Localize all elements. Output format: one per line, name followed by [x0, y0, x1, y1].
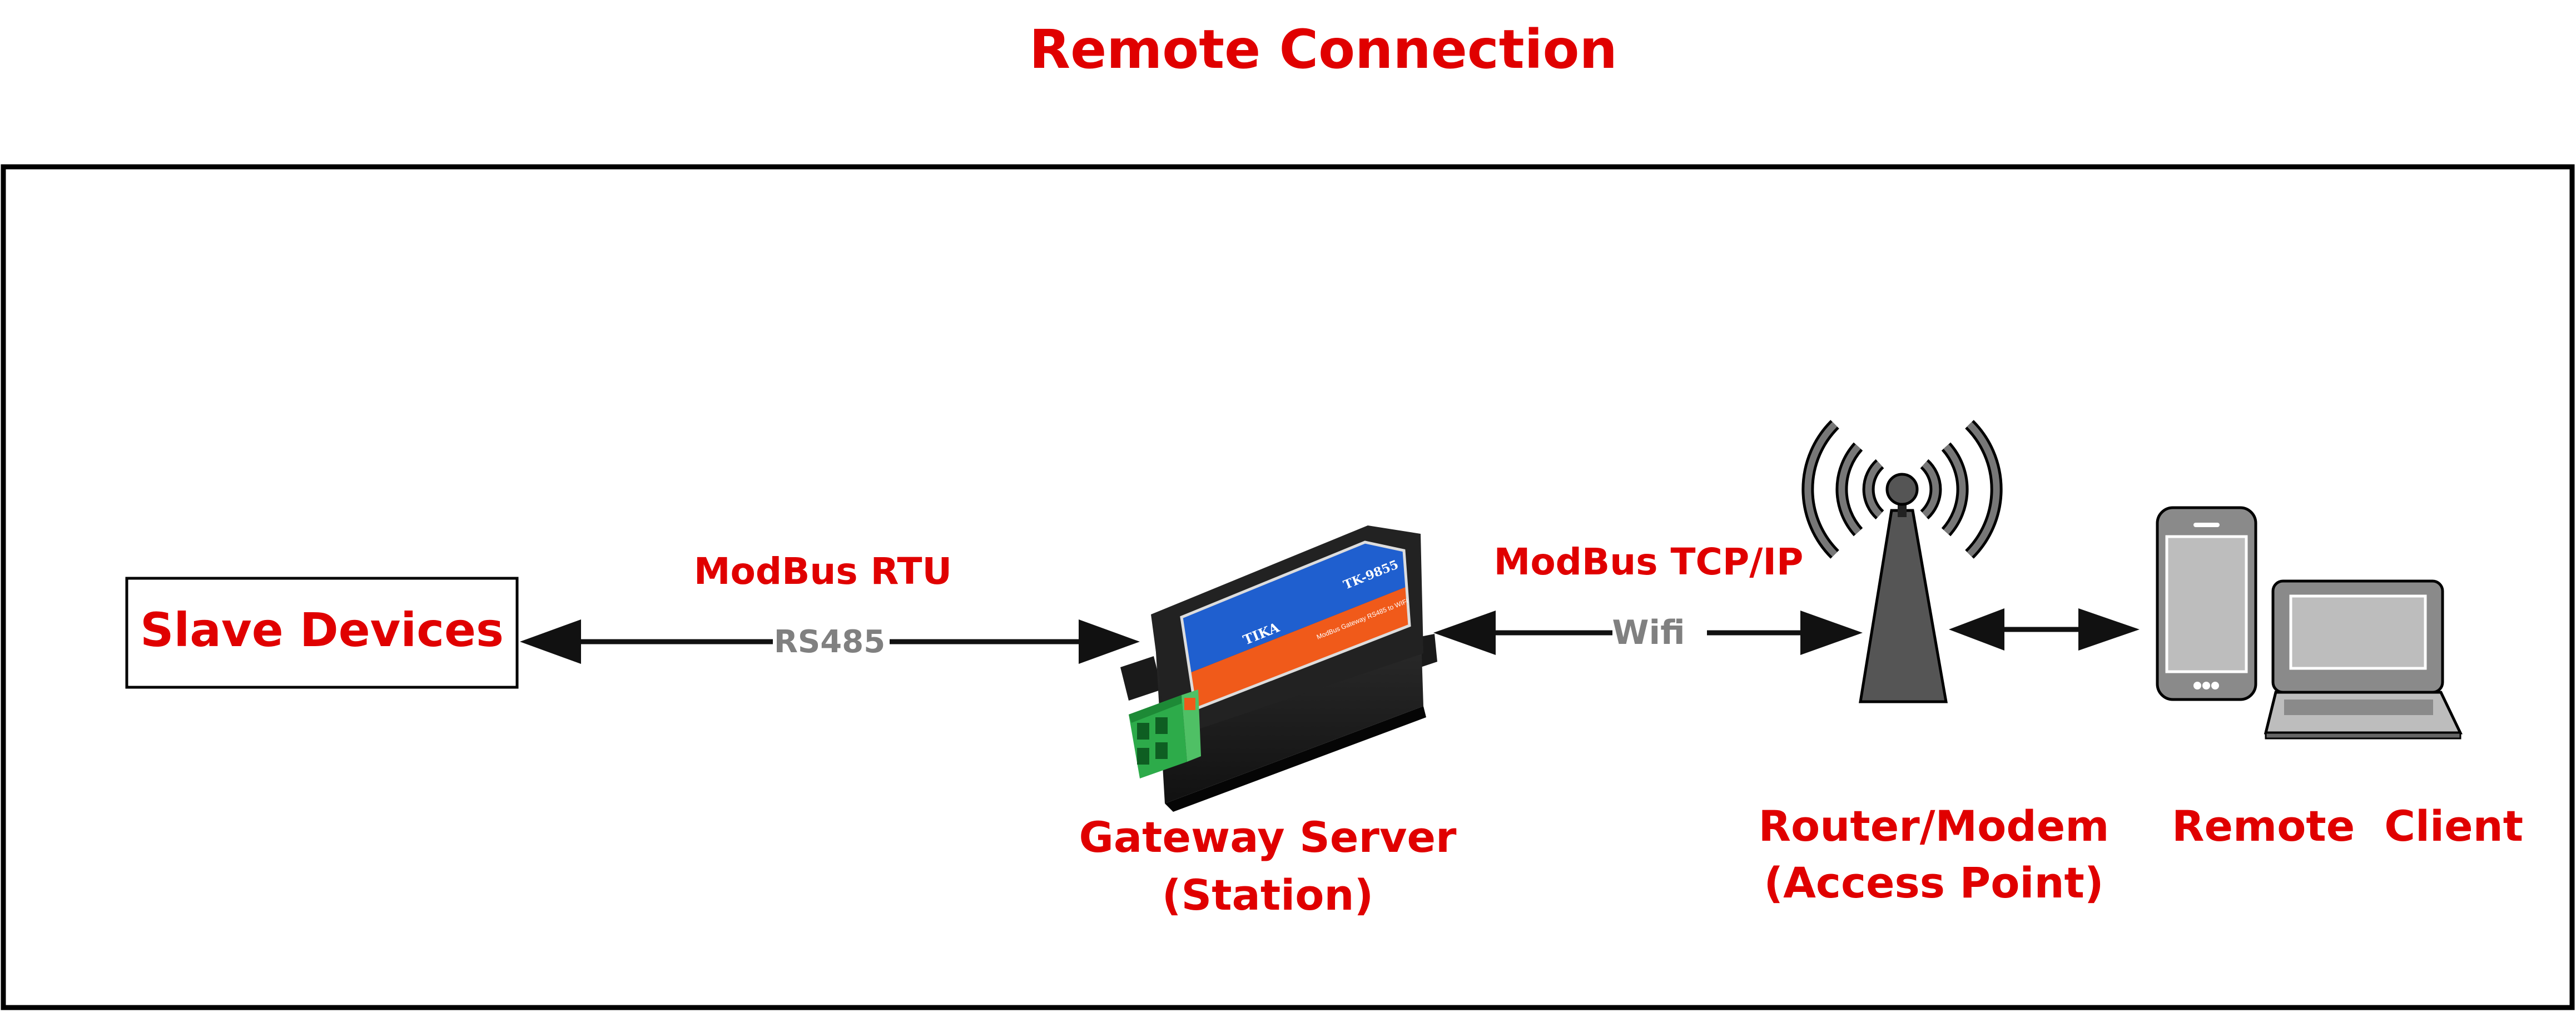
rtu-arrowhead-right	[1079, 619, 1140, 664]
gateway-label-line1: Gateway Server	[1079, 812, 1457, 862]
laptop-screen	[2289, 594, 2427, 670]
phone-button-3	[2211, 682, 2219, 689]
client-label: Remote Client	[2172, 801, 2523, 851]
router-label-line1: Router/Modem	[1759, 801, 2110, 851]
slave-devices-box	[125, 577, 519, 689]
client-arrowhead-right	[2078, 608, 2140, 651]
link-rtu: ModBus RTU RS485	[520, 550, 1140, 664]
phone-speaker	[2193, 523, 2220, 527]
rtu-arrowhead-left	[520, 619, 581, 664]
link-tcp: ModBus TCP/IP Wifi	[1433, 540, 1863, 655]
client-arrowhead-left	[1949, 608, 2004, 651]
link-client	[1949, 608, 2140, 651]
router-label-line2: (Access Point)	[1764, 858, 2103, 907]
laptop-icon	[2264, 579, 2463, 740]
tcp-arrowhead-left	[1433, 611, 1496, 655]
laptop-keyboard	[2284, 700, 2433, 715]
phone-screen	[2165, 535, 2248, 673]
diagram-title: Remote Connection	[1029, 18, 1617, 81]
tcp-protocol-label: ModBus TCP/IP	[1494, 540, 1804, 583]
wifi-waves	[1801, 420, 2003, 559]
gateway-terminal-block	[1129, 689, 1201, 778]
gateway-label-line2: (Station)	[1162, 870, 1374, 920]
phone-button-2	[2202, 682, 2210, 689]
antenna-tip	[1885, 473, 1919, 506]
gateway-body-bottom	[1165, 706, 1426, 812]
smartphone-icon	[2156, 506, 2257, 701]
wifi-antenna-tower-icon	[1801, 420, 2003, 703]
phone-button-1	[2193, 682, 2201, 689]
antenna-tower	[1859, 509, 1948, 703]
gateway-label-orange	[1190, 587, 1409, 709]
slave-devices-node: Slave Devices	[125, 577, 519, 689]
outer-frame	[1, 164, 2575, 1010]
gateway-flange-left	[1120, 656, 1162, 701]
gateway-label-blue	[1182, 542, 1407, 673]
laptop-bottom-edge	[2265, 732, 2461, 740]
modbus-gateway-device-icon: TIKA TK-9855 ModBus Gateway RS485 to WIF…	[1120, 525, 1437, 812]
tcp-medium-label: Wifi	[1612, 613, 1685, 652]
tcp-arrowhead-right	[1800, 611, 1863, 655]
rtu-protocol-label: ModBus RTU	[694, 550, 952, 593]
rtu-medium-label: RS485	[774, 624, 885, 660]
slave-devices-label: Slave Devices	[140, 603, 504, 657]
